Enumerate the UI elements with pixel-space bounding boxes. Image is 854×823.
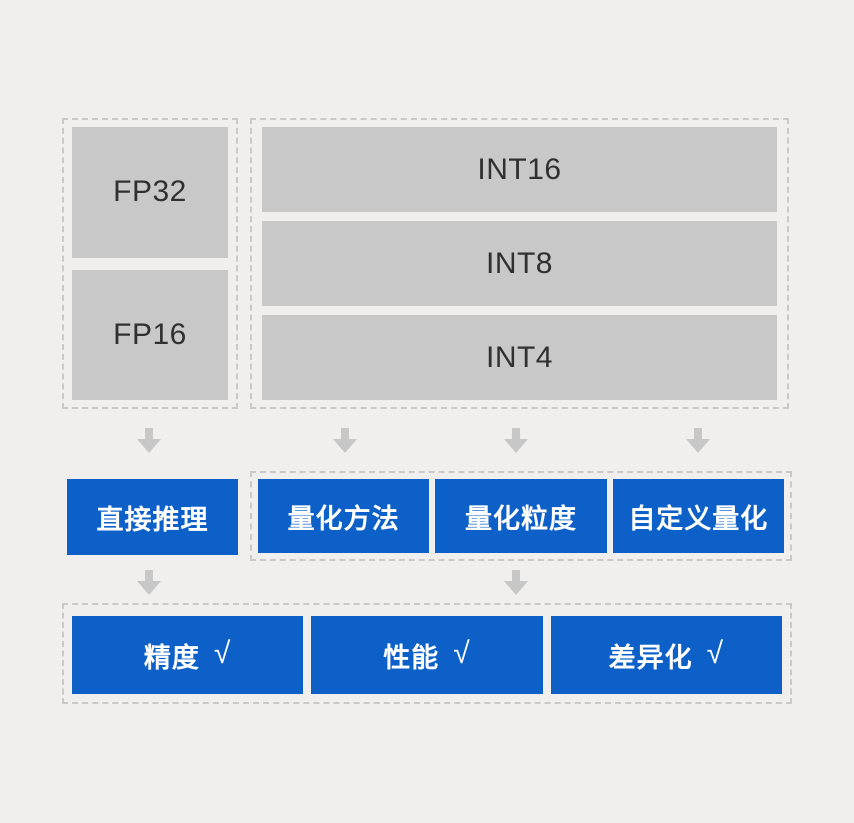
differentiation-result-label: 差异化 bbox=[608, 642, 693, 673]
fp-precision-group: FP32 FP16 bbox=[62, 118, 238, 409]
arrow-down-icon bbox=[686, 428, 710, 454]
results-group: 精度 √ 性能 √ 差异化 √ bbox=[62, 603, 792, 704]
int-precision-group: INT16 INT8 INT4 bbox=[250, 118, 789, 409]
check-icon: √ bbox=[706, 637, 725, 670]
precision-result-node: 精度 √ bbox=[72, 616, 304, 694]
performance-result-node: 性能 √ bbox=[311, 616, 543, 694]
direct-inference-node: 直接推理 bbox=[67, 479, 238, 555]
arrow-down-icon bbox=[504, 428, 528, 454]
precision-result-label: 精度 bbox=[143, 642, 200, 673]
int8-block: INT8 bbox=[262, 221, 777, 306]
fp16-block: FP16 bbox=[72, 269, 228, 400]
quant-granularity-node: 量化粒度 bbox=[435, 479, 607, 553]
arrow-down-icon bbox=[504, 570, 528, 596]
custom-quant-node: 自定义量化 bbox=[612, 479, 784, 553]
arrow-down-icon bbox=[333, 428, 357, 454]
quant-method-node: 量化方法 bbox=[258, 479, 430, 553]
fp32-block: FP32 bbox=[72, 127, 228, 258]
int4-block: INT4 bbox=[262, 315, 777, 400]
performance-result-label: 性能 bbox=[383, 642, 440, 673]
arrow-down-icon bbox=[137, 428, 161, 454]
arrow-down-icon bbox=[137, 570, 161, 596]
check-icon: √ bbox=[213, 637, 232, 670]
check-icon: √ bbox=[453, 637, 471, 670]
int16-block: INT16 bbox=[262, 127, 777, 212]
quantization-options-group: 量化方法 量化粒度 自定义量化 bbox=[250, 471, 792, 561]
differentiation-result-node: 差异化 √ bbox=[550, 616, 782, 694]
